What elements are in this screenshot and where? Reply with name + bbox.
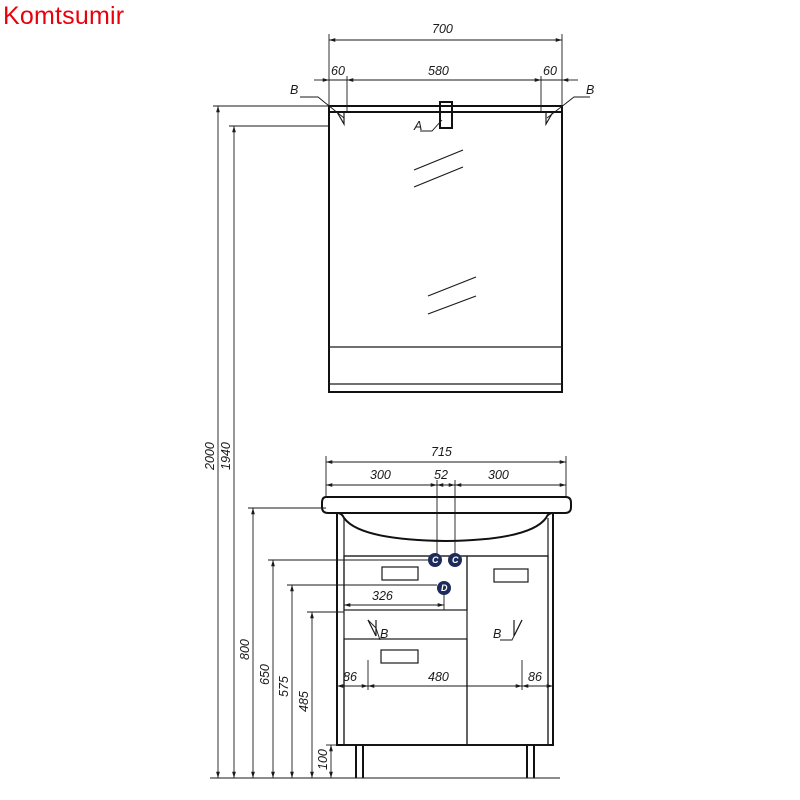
dim-h-1940: 1940 <box>219 442 233 470</box>
mirror-cabinet <box>328 101 563 393</box>
label-b-mirror-left: B <box>290 83 298 97</box>
dim-cabinet-right: 300 <box>488 468 509 482</box>
height-dimensions <box>210 105 560 779</box>
dim-cabinet-left: 300 <box>370 468 391 482</box>
dim-mirror-total: 700 <box>432 22 453 36</box>
cabinet-dimensions <box>325 456 567 690</box>
dim-h-575: 575 <box>277 676 291 697</box>
dim-h-100: 100 <box>316 749 330 770</box>
mirror-leaders <box>300 96 590 132</box>
marker-d <box>437 581 451 595</box>
label-a-lamp: A <box>413 119 422 133</box>
dim-h-650: 650 <box>258 664 272 685</box>
dim-h-800: 800 <box>238 639 252 660</box>
dim-drawer-depth: 326 <box>372 589 393 603</box>
vanity-cabinet <box>321 496 572 778</box>
label-b-mirror-right: B <box>586 83 594 97</box>
mirror-dimensions <box>314 34 578 112</box>
dim-mirror-left: 60 <box>331 64 345 78</box>
marker-c-left-label: C <box>432 555 439 565</box>
dim-inner-right: 86 <box>528 670 542 684</box>
marker-c-right <box>448 553 462 567</box>
cabinet-leaders <box>367 619 523 641</box>
marker-d-label: D <box>441 583 448 593</box>
marker-c-left <box>428 553 442 567</box>
dim-h-485: 485 <box>297 691 311 712</box>
dim-inner-left: 86 <box>343 670 357 684</box>
marker-c-right-label: C <box>452 555 459 565</box>
label-b-cabinet-right: B <box>493 627 501 641</box>
brand-logo-text: Komtsumir <box>3 2 125 30</box>
dim-cabinet-total: 715 <box>431 445 452 459</box>
dim-h-2000: 2000 <box>203 442 217 471</box>
dim-cabinet-middle: 52 <box>434 468 448 482</box>
dim-mirror-right: 60 <box>543 64 557 78</box>
label-b-cabinet-left: B <box>380 627 388 641</box>
dim-inner-middle: 480 <box>428 670 449 684</box>
dim-mirror-middle: 580 <box>428 64 449 78</box>
